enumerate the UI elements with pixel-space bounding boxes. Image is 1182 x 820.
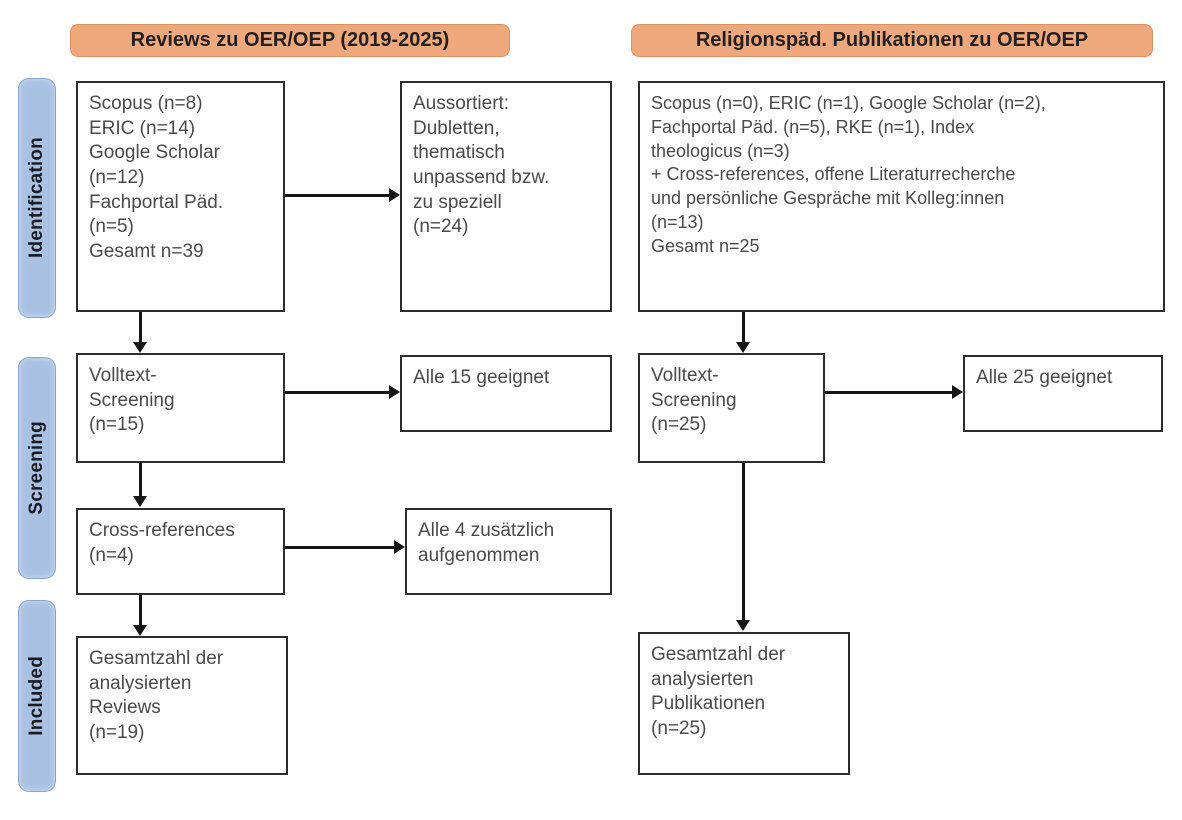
phase-tab-included: Included <box>18 600 56 792</box>
connector-left-sources-to-excluded <box>285 194 389 197</box>
box-right-fulltext-result: Alle 25 geeignet <box>963 355 1163 432</box>
box-right-fulltext-screening: Volltext- Screening (n=25) <box>638 353 825 463</box>
arrowhead-right-sources-to-fulltext <box>736 342 750 353</box>
connector-right-fulltext-to-included <box>742 463 745 621</box>
column-header-reviews: Reviews zu OER/OEP (2019-2025) <box>70 24 510 57</box>
arrowhead-left-sources-to-fulltext <box>133 342 147 353</box>
connector-left-fulltext-to-crossrefs <box>139 463 142 497</box>
column-header-religionspaed: Religionspäd. Publikationen zu OER/OEP <box>631 24 1153 57</box>
phase-label-screening: Screening <box>26 421 47 515</box>
arrowhead-right-fulltext-to-result <box>952 385 963 399</box>
box-left-fulltext-screening: Volltext- Screening (n=15) <box>76 353 285 463</box>
arrowhead-left-fulltext-to-result <box>389 385 400 399</box>
phase-tab-screening: Screening <box>18 357 56 579</box>
box-left-identification-sources: Scopus (n=8) ERIC (n=14) Google Scholar … <box>76 81 285 312</box>
connector-left-fulltext-to-result <box>285 391 389 394</box>
box-left-fulltext-result: Alle 15 geeignet <box>400 355 612 432</box>
box-left-excluded: Aussortiert: Dubletten, thematisch unpas… <box>400 81 612 312</box>
arrowhead-right-fulltext-to-included <box>736 620 750 631</box>
box-right-identification-sources: Scopus (n=0), ERIC (n=1), Google Scholar… <box>638 81 1165 312</box>
box-right-included-total: Gesamtzahl der analysierten Publikatione… <box>638 632 850 775</box>
box-left-cross-references-result: Alle 4 zusätzlich aufgenommen <box>405 508 612 595</box>
box-left-included-total: Gesamtzahl der analysierten Reviews (n=1… <box>76 636 288 775</box>
arrowhead-left-crossrefs-to-result <box>394 540 405 554</box>
phase-tab-identification: Identification <box>18 78 56 318</box>
connector-right-sources-to-fulltext <box>742 312 745 343</box>
arrowhead-left-fulltext-to-crossrefs <box>133 496 147 507</box>
connector-right-fulltext-to-result <box>825 391 952 394</box>
connector-left-sources-to-fulltext <box>139 312 142 343</box>
arrowhead-left-sources-to-excluded <box>389 188 400 202</box>
arrowhead-left-crossrefs-to-included <box>133 625 147 636</box>
connector-left-crossrefs-to-result <box>285 546 394 549</box>
phase-label-included: Included <box>26 656 47 736</box>
connector-left-crossrefs-to-included <box>139 595 142 626</box>
phase-label-identification: Identification <box>26 137 47 259</box>
box-left-cross-references: Cross-references (n=4) <box>76 508 285 595</box>
